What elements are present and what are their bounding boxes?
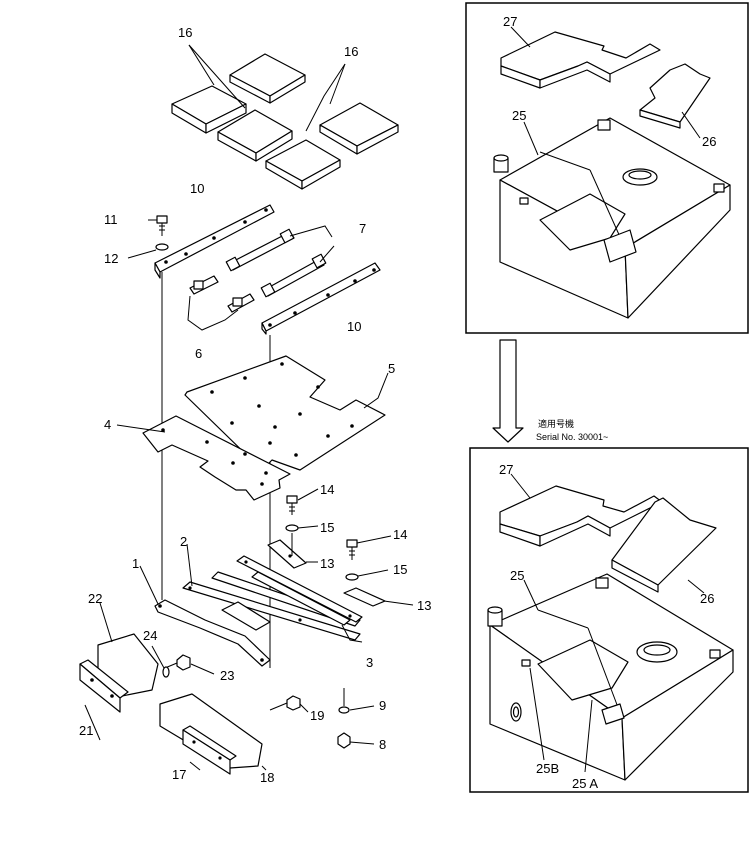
brackets-group	[127, 204, 381, 335]
serial-label-jp: 適用号機	[538, 418, 574, 429]
callout-6: 6	[195, 346, 202, 361]
plate-4	[142, 415, 291, 501]
callout-4: 4	[104, 417, 111, 432]
callout-1: 1	[132, 556, 139, 571]
callout-10-b: 10	[347, 319, 361, 334]
callout-22: 22	[88, 591, 102, 606]
bolt-14-a	[286, 495, 298, 515]
pad-3	[217, 109, 293, 162]
callout-8: 8	[379, 737, 386, 752]
inset-box-top	[465, 2, 749, 334]
washer-12	[155, 243, 169, 251]
inset-bottom-callout-25a: 25 A	[572, 776, 598, 791]
callout-2: 2	[180, 534, 187, 549]
inset-bottom-callout-25b: 25B	[536, 761, 559, 776]
washer-15-b	[345, 573, 359, 581]
plate-13-b	[343, 587, 386, 607]
callout-11: 11	[104, 212, 118, 227]
pad-2	[171, 85, 247, 134]
bolt-11	[156, 215, 168, 236]
cover-17	[182, 725, 237, 775]
callout-labels: 16 16 10 11 7 12 10 6 5 4 14 15 14 2 13 …	[79, 14, 716, 791]
callout-15-b: 15	[393, 562, 407, 577]
inset-bottom-callout-25: 25	[510, 568, 524, 583]
inset-top-callout-26: 26	[702, 134, 716, 149]
callout-14-b: 14	[393, 527, 407, 542]
pad-1	[229, 53, 306, 104]
callout-9: 9	[379, 698, 386, 713]
callout-19: 19	[310, 708, 324, 723]
callout-13-a: 13	[320, 556, 334, 571]
inset-bottom-callout-27: 27	[499, 462, 513, 477]
pads-16	[171, 44, 399, 190]
tank-top	[493, 31, 731, 319]
bracket-10-lower	[261, 262, 381, 335]
callout-15-a: 15	[320, 520, 334, 535]
callout-10-a: 10	[190, 181, 204, 196]
bolt-14-b	[346, 539, 358, 560]
callout-3: 3	[366, 655, 373, 670]
inset-bottom-callout-26: 26	[700, 591, 714, 606]
frame-3	[236, 555, 363, 626]
tank-bottom	[487, 485, 734, 781]
rail-7	[225, 228, 327, 298]
washer-15-a	[285, 524, 299, 532]
inset-top-callout-25: 25	[512, 108, 526, 123]
callout-14-a: 14	[320, 482, 334, 497]
callout-23: 23	[220, 668, 234, 683]
bolt-19	[269, 695, 301, 711]
callout-13-b: 13	[417, 598, 431, 613]
washer-24	[162, 666, 170, 678]
callout-21: 21	[79, 723, 93, 738]
bolt-23	[164, 654, 191, 671]
callout-16-b: 16	[344, 44, 358, 59]
pad-5	[265, 139, 341, 190]
bracket-10-upper	[154, 204, 275, 279]
inset-box-bottom	[469, 447, 749, 793]
callout-18: 18	[260, 770, 274, 785]
serial-label: Serial No. 30001~	[536, 432, 608, 442]
plate-13-a	[267, 539, 307, 569]
callout-7: 7	[359, 221, 366, 236]
callout-12: 12	[104, 251, 118, 266]
callout-5: 5	[388, 361, 395, 376]
callout-24: 24	[143, 628, 157, 643]
nut-8	[337, 732, 351, 749]
cover-21	[79, 659, 129, 713]
callout-17: 17	[172, 767, 186, 782]
washer-9	[338, 706, 350, 714]
frame-1	[154, 599, 271, 667]
pad-4	[319, 102, 399, 155]
inset-top-callout-27: 27	[503, 14, 517, 29]
cover-18	[159, 693, 263, 769]
clip-6	[189, 275, 255, 313]
callout-16-a: 16	[178, 25, 192, 40]
arrow-down	[492, 339, 524, 443]
